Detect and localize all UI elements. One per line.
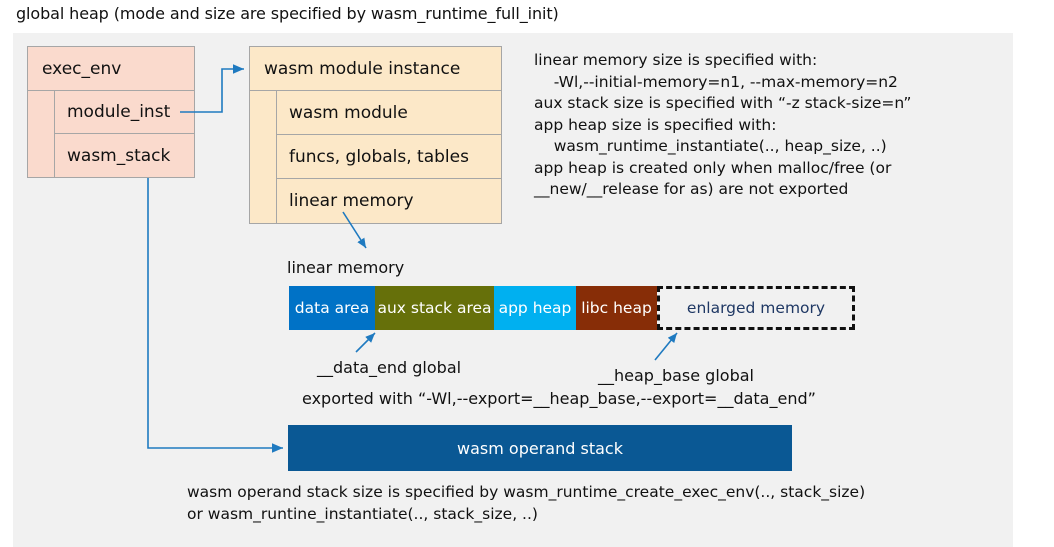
annotation-heap-base: __heap_base global [598,366,754,385]
linear-memory-caption: linear memory [287,258,405,277]
memory-segment-data-area[interactable]: data area [289,286,375,330]
memory-segment-app-heap[interactable]: app heap [494,286,576,330]
wasm-operand-stack-box[interactable]: wasm operand stack [288,425,792,471]
memory-segment-aux-stack-area[interactable]: aux stack area [375,286,494,330]
annotation-data-end: __data_end global [317,358,462,377]
module-instance-row-wasm-module[interactable]: wasm module [276,90,502,135]
exec-env-row-module-inst[interactable]: module_inst [54,90,195,134]
memory-segment-enlarged-memory[interactable]: enlarged memory [657,286,855,330]
linear-memory-notes: linear memory size is specified with: -W… [534,51,912,198]
linear-memory-strip: data area aux stack area app heap libc h… [289,286,855,330]
page-title: global heap (mode and size are specified… [16,4,559,23]
annotation-exported-with: exported with “-Wl,--export=__heap_base,… [302,389,816,408]
module-instance-header: wasm module instance [249,46,502,91]
module-instance-row-funcs-globals-tables[interactable]: funcs, globals, tables [276,134,502,179]
exec-env-header: exec_env [27,46,195,91]
exec-env-row-wasm-stack[interactable]: wasm_stack [54,133,195,178]
memory-segment-libc-heap[interactable]: libc heap [576,286,657,330]
module-instance-row-linear-memory[interactable]: linear memory [276,178,502,224]
operand-stack-notes: wasm operand stack size is specified by … [187,483,866,523]
